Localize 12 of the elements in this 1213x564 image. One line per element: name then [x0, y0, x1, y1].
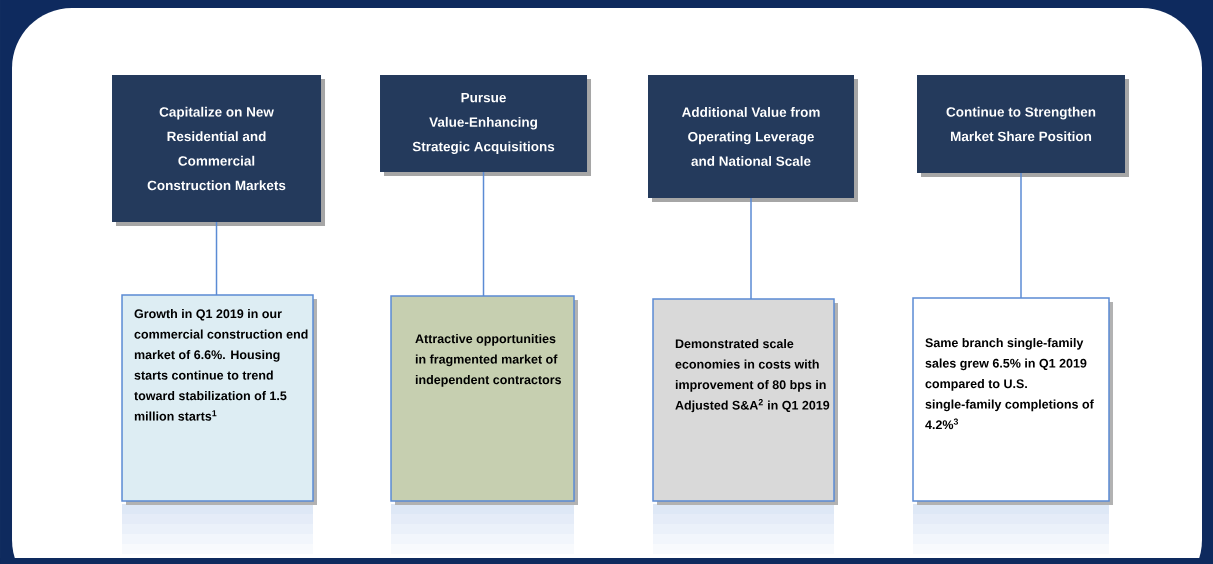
- text-box: Same branch single-family sales grew 6.5% in Q1 2019 compared to U.S. single-family completions of 4.2%$^{3}$: [912, 297, 1110, 502]
- text-box: Growth in Q1 2019 in our commercial construction end market of 6.6%. Housing starts continue to trend toward stabilization of 1.5 million starts$^{1}$: [121, 294, 314, 502]
- connector-line: [750, 197, 752, 300]
- heading-box: Capitalize on New Residential and Commercial Construction Markets: [112, 75, 321, 222]
- connector-line: [215, 221, 218, 296]
- text-box: Attractive opportunities in fragmented market of independent contractors: [390, 295, 575, 502]
- heading-box: Continue to Strengthen Market Share Position: [917, 75, 1125, 173]
- text-box: Demonstrated scale economies in costs with improvement of 80 bps in Adjusted S&A$^{2}$ in Q1 2019: [652, 298, 835, 502]
- heading-box: Pursue Value-Enhancing Strategic Acquisitions: [380, 75, 587, 172]
- heading-box: Additional Value from Operating Leverage and National Scale: [648, 75, 854, 198]
- connector-line: [1020, 172, 1022, 299]
- connector-line: [482, 171, 485, 297]
